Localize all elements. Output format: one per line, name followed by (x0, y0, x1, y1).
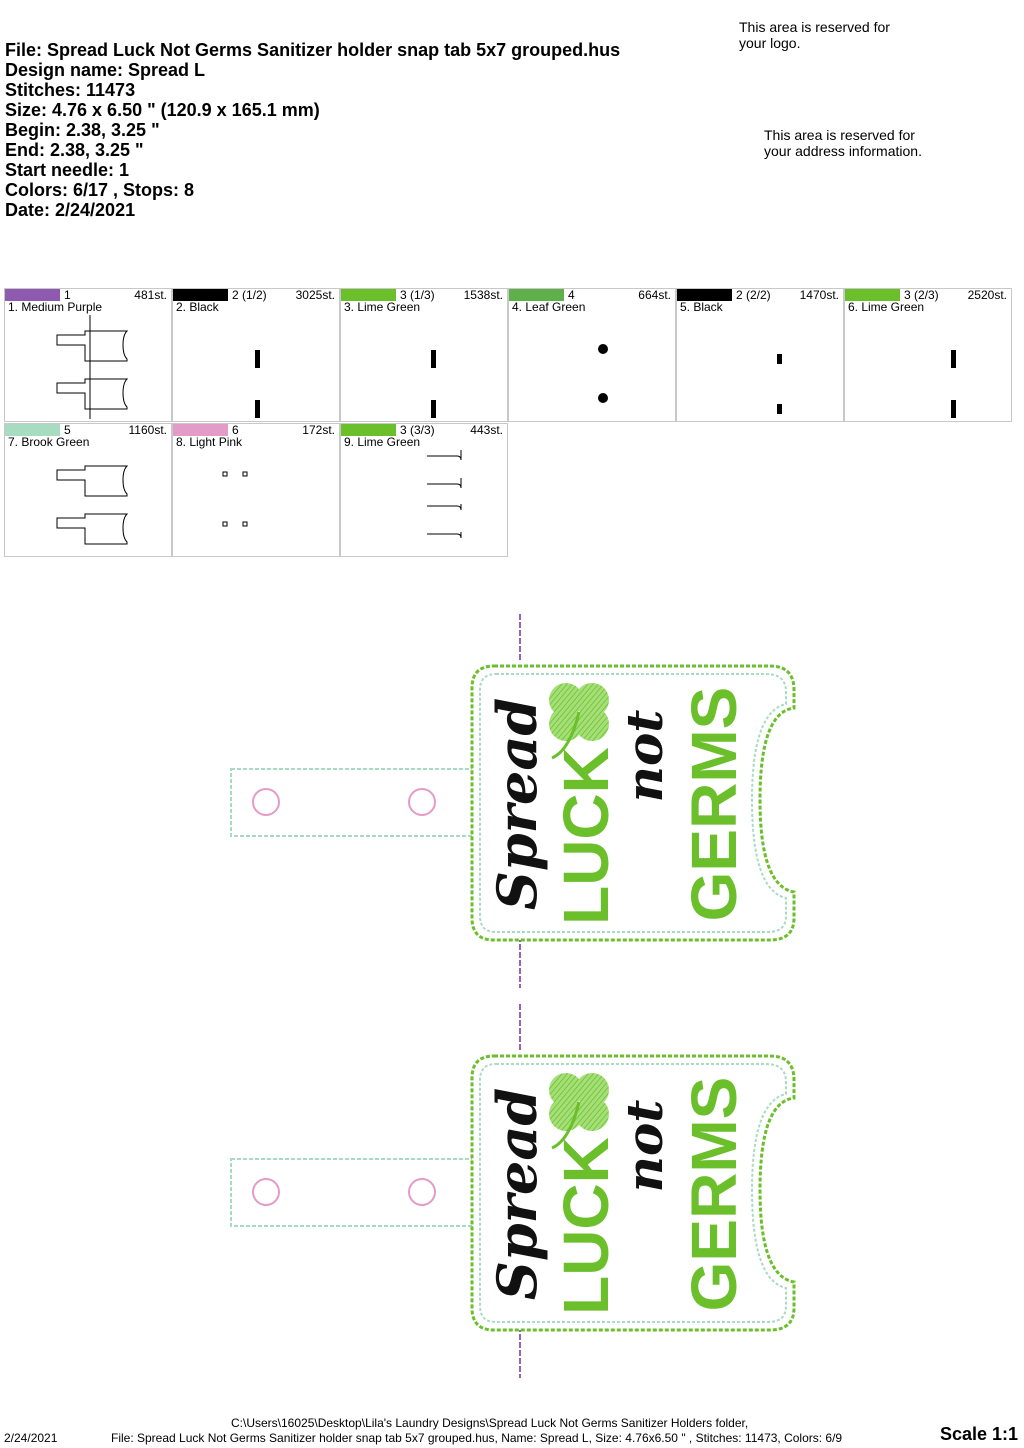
color-stop-cell: 1 481st. 1. Medium Purple (4, 288, 172, 422)
stop-thumbnail (222, 471, 248, 527)
color-swatch (5, 424, 60, 436)
color-name: 2. Black (176, 300, 219, 314)
color-name: 6. Lime Green (848, 300, 925, 314)
color-stop-cell: 3 (1/3) 1538st. 3. Lime Green (340, 288, 508, 422)
snap-tab (230, 1158, 475, 1227)
holder-body-outline (470, 664, 796, 942)
stitch-count: 1538st. (463, 288, 503, 302)
color-stop-cell: 3 (2/3) 2520st. 6. Lime Green (844, 288, 1012, 422)
stop-thumbnail (777, 354, 782, 414)
color-swatch (509, 289, 564, 301)
logo-note-line1: This area is reserved for (739, 19, 890, 35)
color-swatch (341, 424, 396, 436)
snap-circle (252, 788, 280, 816)
stop-thumbnail (951, 350, 956, 418)
date-line: Date: 2/24/2021 (5, 200, 136, 220)
address-note-line1: This area is reserved for (764, 127, 915, 143)
color-swatch (341, 289, 396, 301)
word-luck: LUCK (550, 747, 622, 925)
color-swatch (845, 289, 900, 301)
word-germs: GERMS (678, 1077, 750, 1312)
color-stop-cell: 2 (1/2) 3025st. 2. Black (172, 288, 340, 422)
word-not: not (615, 1100, 674, 1193)
color-stop-cell: 6 172st. 8. Light Pink (172, 423, 340, 557)
needle-number: 2 (2/2) (736, 288, 771, 302)
word-luck: LUCK (550, 1137, 622, 1315)
color-stop-cell: 4 664st. 4. Leaf Green (508, 288, 676, 422)
address-note-line2: your address information. (764, 143, 922, 159)
needle-number: 2 (1/2) (232, 288, 267, 302)
snap-tab (230, 768, 475, 837)
stop-thumbnail (56, 465, 129, 545)
stitch-count: 172st. (302, 423, 335, 437)
footer-summary: File: Spread Luck Not Germs Sanitizer ho… (111, 1431, 843, 1445)
needle-number: 3 (1/3) (400, 288, 435, 302)
colors-line: Colors: 6/17 , Stops: 8 (5, 180, 195, 200)
color-name: 9. Lime Green (344, 435, 421, 449)
color-name: 3. Lime Green (344, 300, 421, 314)
color-name: 7. Brook Green (8, 435, 90, 449)
stop-thumbnail (431, 350, 436, 418)
stop-thumbnail (598, 344, 608, 403)
stop-thumbnail (56, 315, 129, 419)
holder-inner-outline (479, 673, 787, 933)
logo-note-line2: your logo. (739, 35, 801, 51)
color-swatch (5, 289, 60, 301)
needle-number: 3 (3/3) (400, 423, 435, 437)
design-name-line: Design name: Spread L (5, 60, 206, 80)
needle-number: 5 (64, 423, 71, 437)
clover-icon (549, 1073, 609, 1150)
holder-inner-outline (479, 1063, 787, 1323)
color-swatch (677, 289, 732, 301)
color-stop-cell: 5 1160st. 7. Brook Green (4, 423, 172, 557)
clover-icon (549, 683, 609, 760)
file-line: File: Spread Luck Not Germs Sanitizer ho… (5, 40, 621, 60)
start-needle-line: Start needle: 1 (5, 160, 130, 180)
snap-circle (252, 1178, 280, 1206)
begin-line: Begin: 2.38, 3.25 " (5, 120, 160, 140)
footer-path: C:\Users\16025\Desktop\Lila's Laundry De… (231, 1416, 749, 1430)
color-swatch (173, 289, 228, 301)
stitch-count: 2520st. (967, 288, 1007, 302)
color-name: 8. Light Pink (176, 435, 243, 449)
color-name: 4. Leaf Green (512, 300, 586, 314)
stop-thumbnail (427, 450, 462, 539)
snap-circle (408, 788, 436, 816)
footer-date: 2/24/2021 (4, 1431, 58, 1445)
stitch-count: 3025st. (295, 288, 335, 302)
address-reserved-note: This area is reserved for your address i… (764, 127, 922, 159)
stitch-count: 664st. (638, 288, 671, 302)
needle-number: 3 (2/3) (904, 288, 939, 302)
snap-circle (408, 1178, 436, 1206)
stop-thumbnail (255, 350, 260, 418)
stitch-count: 481st. (134, 288, 167, 302)
word-spread: Spread (485, 698, 549, 910)
needle-number: 4 (568, 288, 575, 302)
stitches-line: Stitches: 11473 (5, 80, 136, 100)
design-info: File: Spread Luck Not Germs Sanitizer ho… (5, 40, 620, 220)
color-stop-cell: 2 (2/2) 1470st. 5. Black (676, 288, 844, 422)
color-swatch (173, 424, 228, 436)
word-not: not (615, 710, 674, 803)
color-name: 5. Black (680, 300, 723, 314)
word-spread: Spread (485, 1088, 549, 1300)
logo-reserved-note: This area is reserved for your logo. (739, 19, 890, 51)
stitch-count: 1160st. (128, 423, 167, 437)
color-stop-cell: 3 (3/3) 443st. 9. Lime Green (340, 423, 508, 557)
word-germs: GERMS (678, 687, 750, 922)
needle-number: 1 (64, 288, 71, 302)
needle-number: 6 (232, 423, 239, 437)
scale-label: Scale 1:1 (939, 1424, 1018, 1444)
color-name: 1. Medium Purple (8, 300, 103, 314)
stitch-count: 443st. (470, 423, 503, 437)
stitch-count: 1470st. (799, 288, 839, 302)
holder-body-outline (470, 1054, 796, 1332)
size-line: Size: 4.76 x 6.50 " (120.9 x 165.1 mm) (5, 100, 320, 120)
end-line: End: 2.38, 3.25 " (5, 140, 144, 160)
